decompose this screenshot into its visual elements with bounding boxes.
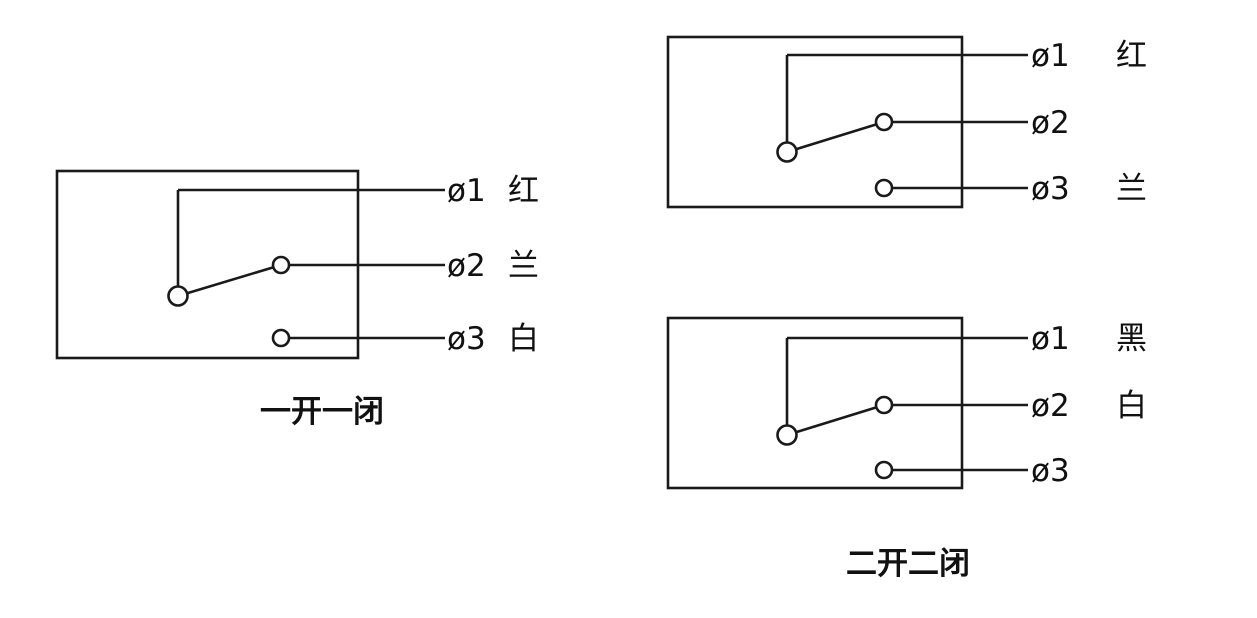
switch-diagram-left: ø1 红 ø2 兰 ø3 白 一开一闭 (55, 169, 539, 430)
terminal-3-contact (271, 328, 291, 348)
terminal-2-contact (874, 395, 894, 415)
terminal-2-contact (874, 112, 894, 132)
pivot-contact (776, 141, 798, 163)
switch-body (55, 169, 360, 360)
port-label: ø3 (1031, 453, 1070, 489)
wire-color-label: 红 (1116, 38, 1147, 74)
port-label: ø3 (1031, 171, 1070, 207)
switch-body (666, 35, 964, 209)
terminal-2-contact (271, 255, 291, 275)
port-label: ø2 (1031, 105, 1070, 141)
switch-blade (177, 263, 282, 298)
port-label: ø3 (447, 321, 486, 357)
terminal-3-contact (874, 178, 894, 198)
switch-blade (786, 120, 885, 154)
port-label: ø1 (1031, 321, 1070, 357)
pivot-contact (776, 424, 798, 446)
wire-color-label: 白 (1116, 388, 1147, 424)
switch-body (666, 316, 964, 490)
switch-diagram-top-right: ø1 红 ø2 ø3 兰 (666, 35, 1147, 209)
switch-diagram-bottom-right: ø1 黑 ø2 白 ø3 二开二闭 (666, 316, 1147, 582)
pivot-contact (167, 285, 189, 307)
wire-color-label: 兰 (508, 248, 539, 284)
diagram-caption: 一开一闭 (260, 394, 384, 430)
port-label: ø1 (1031, 38, 1070, 74)
wire-color-label: 白 (508, 321, 539, 357)
port-label: ø1 (447, 173, 486, 209)
wire-color-label: 兰 (1116, 171, 1147, 207)
wire-color-label: 红 (508, 173, 539, 209)
port-label: ø2 (447, 248, 486, 284)
switch-blade (786, 403, 885, 437)
diagram-caption: 二开二闭 (846, 546, 970, 582)
terminal-3-contact (874, 460, 894, 480)
port-label: ø2 (1031, 388, 1070, 424)
wire-color-label: 黑 (1116, 321, 1147, 357)
